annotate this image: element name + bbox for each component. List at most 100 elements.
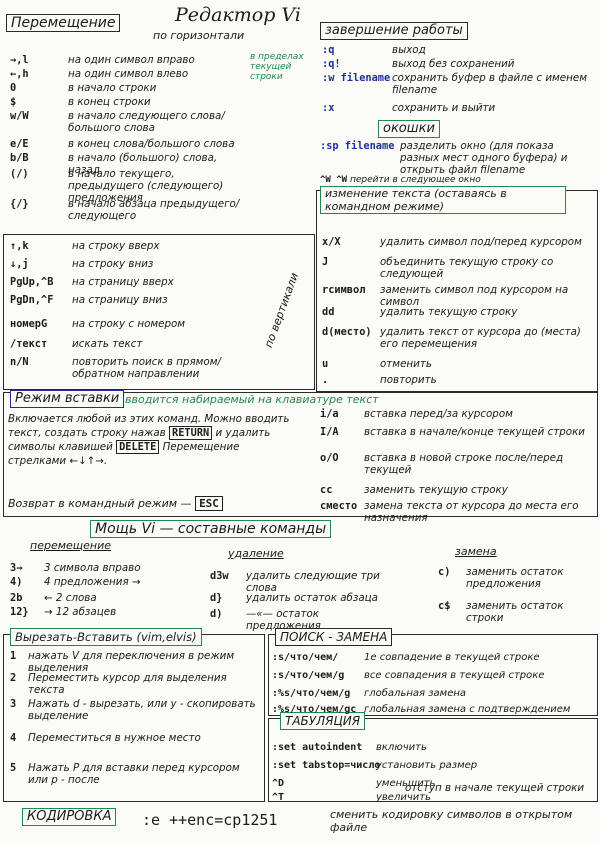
insert-back: Возврат в командный режим — ESC (8, 496, 223, 511)
power-move-key: 4) (10, 576, 23, 588)
search-box (268, 634, 598, 716)
edit-item-key: J (322, 256, 329, 268)
windows-next-desc: перейти в следующее окно (349, 175, 481, 185)
cut-step-key: 5 (10, 762, 17, 774)
cut-heading: Вырезать-Вставить (vim,elvis) (10, 628, 202, 646)
power-col2: удаление (228, 547, 284, 560)
insert-desc: Включается любой из этих команд. Можно в… (8, 412, 298, 468)
delete-key: DELETE (116, 440, 160, 454)
move-item-key: 0 (10, 82, 17, 94)
power-del-desc: —«— остаток предложения (246, 608, 321, 632)
tab-item-desc: установить размер (376, 760, 478, 771)
tab-item-key: ^D (272, 778, 285, 789)
search-item-key: :s/что/чем/ (272, 652, 339, 663)
vert-item-desc: искать текст (72, 338, 143, 350)
power-move-key: 3→ (10, 562, 23, 574)
move-item-desc: в начало строки (68, 82, 157, 94)
windows-key: :sp filename (320, 140, 395, 152)
power-change-key: c$ (438, 600, 451, 612)
search-item-desc: 1е совпадение в текущей строке (364, 652, 540, 663)
edit-item-desc: повторить (380, 374, 437, 386)
exit-item-desc: сохранить буфер в файле с именем filenam… (392, 72, 587, 96)
power-move-key: 2b (10, 592, 23, 604)
tab-box (268, 718, 598, 802)
cut-step-desc: нажать V для переключения в режим выделе… (28, 650, 235, 674)
tab-item-key: ^T (272, 792, 285, 803)
windows-heading: окошки (378, 120, 440, 138)
search-item-key: :s/что/чем/g (272, 670, 345, 681)
edit-item-desc: удалить текущую строку (380, 306, 518, 318)
vert-item-key: /текст (10, 338, 48, 350)
edit-item-desc: отменить (380, 358, 432, 370)
vert-item-key: PgDn,^F (10, 294, 54, 306)
tab-item-desc: увеличить (376, 792, 431, 803)
edit-item-desc: удалить текст от курсора до (места) его … (380, 326, 581, 350)
vert-box (3, 234, 315, 390)
power-change-desc: заменить остаток строки (466, 600, 564, 624)
move-item-desc: на один символ вправо (68, 54, 195, 66)
power-move-desc: 4 предложения → (44, 576, 141, 588)
move-item-desc: в начало следующего слова/большого слова (68, 110, 225, 134)
power-change-desc: заменить остаток предложения (466, 566, 564, 590)
cut-step-key: 1 (10, 650, 17, 662)
enc-cmd: :e ++enc=cp1251 (142, 811, 278, 829)
edit-item-key: u (322, 358, 329, 370)
insert-back-text: Возврат в командный режим — (8, 497, 192, 510)
search-item-key: :%s/что/чем/g (272, 688, 351, 699)
cut-step-desc: Переместиться в нужное место (28, 732, 201, 744)
insert-desc-text: Включается любой из этих команд. Можно в… (8, 413, 290, 439)
insert-item-desc: заменить текущую строку (364, 484, 508, 496)
move-item-desc: в конец слова/большого слова (68, 138, 235, 150)
move-item-key: (/) (10, 168, 29, 180)
tab-item-desc: включить (376, 742, 427, 753)
move-item-key: ←,h (10, 68, 29, 80)
cut-step-desc: Нажать d - вырезать, или y - скопировать… (28, 698, 256, 722)
windows-next-key: ^W ^W (320, 175, 348, 185)
page-title: Редактор Vi (175, 4, 301, 26)
exit-item-key: :x (322, 102, 335, 114)
vert-item-key: ↑,k (10, 240, 29, 252)
insert-item-key: I/A (320, 426, 339, 438)
move-item-desc: в начало текущего, предыдущего (следующе… (68, 168, 224, 204)
exit-item-desc: выход (392, 44, 426, 56)
exit-item-desc: выход без сохранений (392, 58, 515, 70)
edit-item-key: dd (322, 306, 335, 318)
move-item-desc: в начало (большого) слова, назад (68, 152, 218, 176)
tab-item-key: :set tabstop=число (272, 760, 381, 771)
vert-item-desc: на строку вниз (72, 258, 154, 270)
tab-item-key: :set autoindent (272, 742, 363, 753)
line-note: в пределах текущей строки (250, 52, 304, 82)
edit-item-key: x/X (322, 236, 341, 248)
insert-heading: Режим вставки (10, 390, 125, 408)
power-del-key: d) (210, 608, 223, 620)
exit-item-key: :q! (322, 58, 341, 70)
cut-step-key: 2 (10, 672, 17, 684)
move-item-key: {/} (10, 198, 29, 210)
insert-item-desc: вставка в новой строке после/перед текущ… (364, 452, 564, 476)
edit-item-key: . (322, 374, 329, 386)
insert-item-key: i/a (320, 408, 339, 420)
insert-box (3, 392, 598, 517)
windows-desc: разделить окно (для показа разных мест о… (400, 140, 568, 176)
windows-next: ^W ^W перейти в следующее окно (320, 174, 481, 186)
vert-item-desc: повторить поиск в прямом/обратном направ… (72, 356, 221, 380)
cut-step-desc: Переместить курсор для выделения текста (28, 672, 227, 696)
move-item-desc: в конец строки (68, 96, 151, 108)
power-del-desc: удалить следующие три слова (246, 570, 380, 594)
search-item-desc: все совпадения в текущей строке (364, 670, 545, 681)
vert-item-key: номерG (10, 318, 48, 330)
edit-item-desc: заменить символ под курсором на символ (380, 284, 569, 308)
vert-item-desc: на страницу вверх (72, 276, 174, 288)
power-move-key: 12} (10, 606, 29, 618)
vert-item-key: PgUp,^B (10, 276, 54, 288)
exit-item-desc: сохранить и выйти (392, 102, 496, 114)
move-item-key: b/B (10, 152, 29, 164)
search-item-key: :%s/что/чем/gc (272, 704, 357, 715)
move-item-key: e/E (10, 138, 29, 150)
move-item-desc: на один символ влево (68, 68, 189, 80)
return-key: RETURN (169, 426, 213, 440)
insert-desc-text2: и удалить символы клавишей (8, 427, 271, 453)
insert-item-desc: вставка перед/за курсором (364, 408, 513, 420)
power-move-desc: ← 2 слова (44, 592, 97, 604)
